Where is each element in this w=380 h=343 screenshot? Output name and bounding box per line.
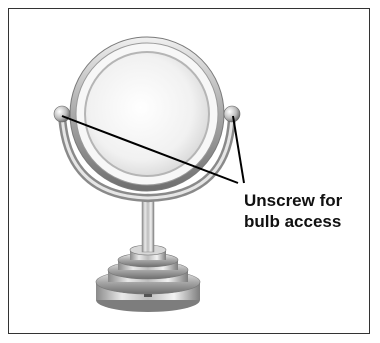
mirror-stem <box>142 198 154 252</box>
callout-line-1: Unscrew for <box>244 190 342 211</box>
leader-line-right <box>233 116 244 183</box>
base-switch-icon <box>144 294 152 297</box>
right-pivot-knob-icon <box>224 106 240 122</box>
mirror-base <box>96 245 200 312</box>
left-pivot-knob-icon <box>54 106 70 122</box>
bulb-access-callout: Unscrew for bulb access <box>244 190 342 232</box>
callout-line-2: bulb access <box>244 211 342 232</box>
